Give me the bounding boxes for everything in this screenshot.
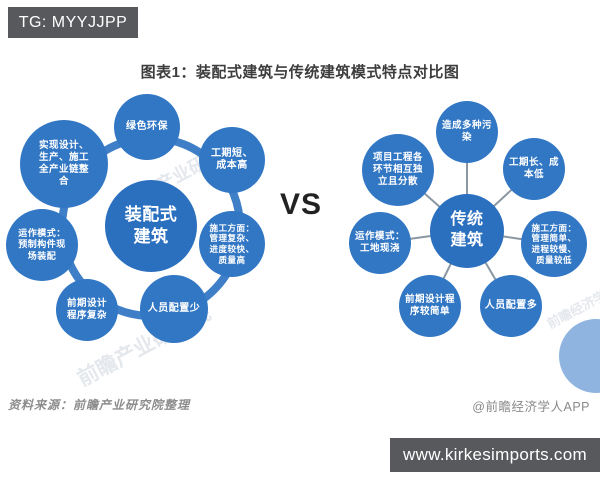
hub-prefab-construction: 装配式建筑	[105, 180, 197, 272]
node-label-line: 人员配置多	[484, 299, 538, 311]
node-label-line: 建筑	[133, 227, 169, 246]
node-label-line: 立且分散	[377, 175, 418, 187]
feature-node: 前期设计程序复杂	[56, 279, 118, 341]
feature-node: 项目工程各环节相互独立且分散	[362, 134, 434, 206]
node-label-line: 本低	[523, 169, 544, 180]
node-label-line: 合	[58, 175, 69, 187]
node-label-line: 环节相互独	[372, 164, 423, 176]
feature-node: 施工方面：管理复杂、进度较快、质量高	[199, 211, 265, 277]
feature-node: 人员配置多	[480, 275, 542, 337]
node-label-line: 实现设计、	[38, 140, 89, 152]
tg-badge-label: TG: MYYJJPP	[18, 13, 128, 31]
url-watermark-bar: www.kirkesimports.com	[390, 438, 600, 472]
node-label-line: 管理简单、	[531, 233, 577, 244]
node-label-line: 预制构件现	[18, 239, 66, 250]
url-watermark-label: www.kirkesimports.com	[403, 445, 587, 464]
feature-node: 工期短、成本高	[199, 127, 265, 193]
node-label-line: 施工方面：	[531, 222, 577, 233]
feature-node: 工期长、成本低	[503, 138, 565, 200]
source-note: 资料来源：前瞻产业研究院整理	[8, 398, 191, 412]
feature-node: 绿色环保	[114, 94, 180, 160]
node-label-line: 成本高	[216, 160, 248, 171]
node-label-line: 全产业链整	[38, 164, 89, 175]
node-label-line: 管理复杂、	[209, 233, 255, 244]
node-label-line: 程序复杂	[66, 310, 107, 321]
node-label-line: 工地现浇	[359, 243, 400, 254]
node-label-line: 运作模式：	[354, 231, 405, 243]
chart-title: 图表1：装配式建筑与传统建筑模式特点对比图	[140, 64, 460, 81]
node-label-line: 项目工程各	[372, 152, 423, 164]
node-label-line: 绿色环保	[126, 120, 168, 132]
feature-node: 人员配置少	[140, 275, 208, 343]
node-label-line: 染	[461, 132, 472, 143]
feature-node: 造成多种污染	[436, 101, 498, 163]
vs-label: VS	[280, 188, 323, 221]
node-label-line: 前期设计	[66, 298, 107, 310]
node-label-line: 人员配置少	[147, 302, 201, 314]
node-label-line: 施工方面：	[209, 222, 255, 233]
node-label-line: 工期短、	[211, 147, 253, 159]
node-label-line: 序较简单	[409, 306, 450, 317]
node-label-line: 造成多种污	[441, 120, 492, 132]
feature-node: 运作模式：工地现浇	[349, 212, 411, 274]
feature-node: 施工方面：管理简单、进程较慢、质量较低	[521, 211, 587, 277]
node-label-line: 建筑	[450, 232, 484, 249]
node-label-line: 进程较慢、	[531, 244, 577, 254]
node-label-line: 工期长、成	[508, 157, 559, 169]
node-label-line: 质量较低	[535, 254, 572, 265]
feature-node: 运作模式：预制构件现场装配	[6, 209, 78, 281]
feature-node: 前期设计程序较简单	[399, 275, 461, 337]
node-label-line: 装配式	[124, 204, 178, 224]
node-label-line: 场装配	[27, 250, 57, 261]
node-label-line: 前期设计程	[404, 294, 455, 306]
node-label-line: 生产、施工	[38, 152, 89, 164]
node-label-line: 进度较快、	[209, 244, 255, 254]
tg-badge: TG: MYYJJPP	[8, 7, 138, 38]
hub-traditional-construction: 传统建筑	[430, 194, 504, 268]
node-label-line: 质量高	[218, 254, 246, 265]
feature-node: 实现设计、生产、施工全产业链整合	[20, 120, 108, 208]
node-label-line: 运作模式：	[18, 228, 66, 239]
node-label-line: 传统	[450, 211, 484, 229]
attribution-note: @前瞻经济学人APP	[472, 400, 590, 414]
